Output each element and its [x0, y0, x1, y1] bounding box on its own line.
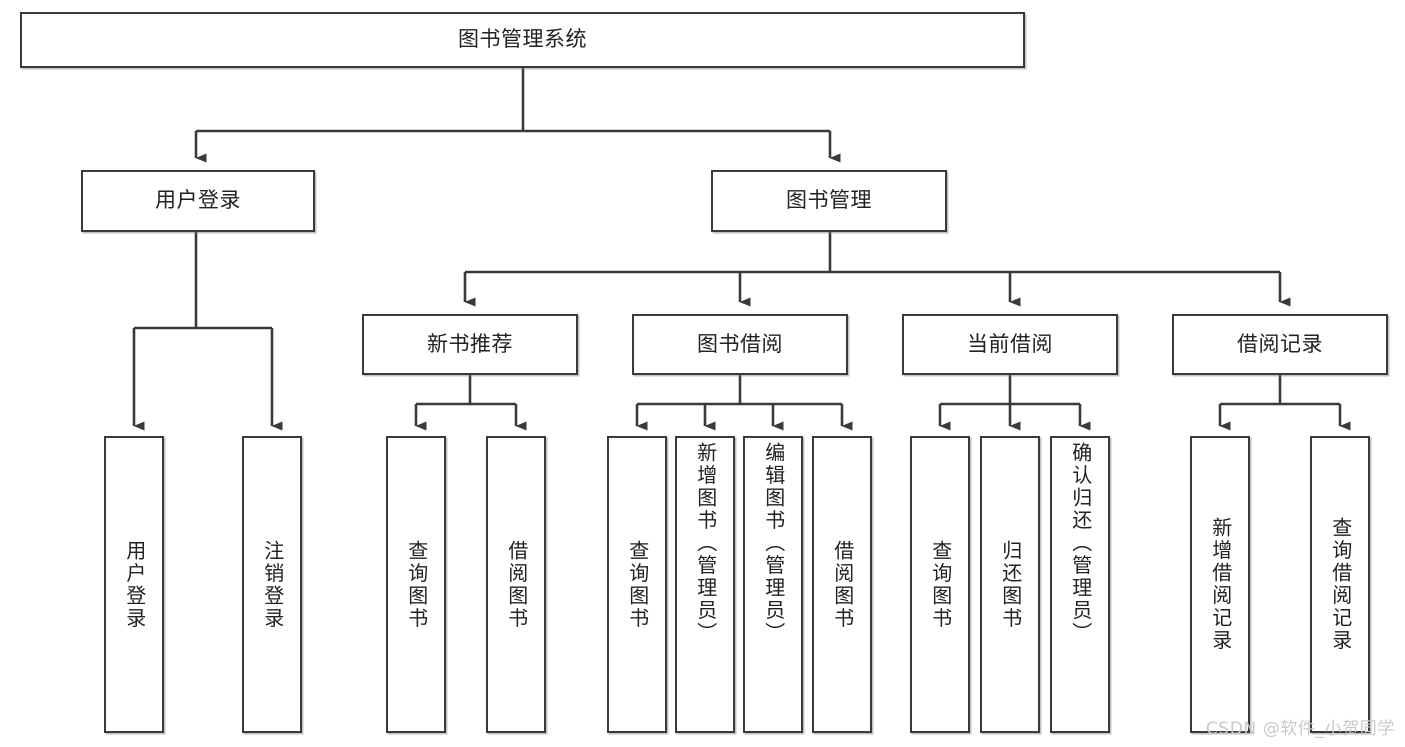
node-label: 确认归还（管理员） [1068, 442, 1093, 645]
leaf-borrow-add-book-admin[interactable]: 新增图书（管理员） [675, 436, 735, 733]
leaf-current-query-book[interactable]: 查询图书 [910, 436, 970, 733]
node-label: 注销登录 [260, 539, 285, 630]
node-label: 新增图书（管理员） [693, 442, 718, 645]
node-label: 编辑图书（管理员） [761, 442, 786, 645]
leaf-borrow-edit-book-admin[interactable]: 编辑图书（管理员） [743, 436, 803, 733]
node-label: 查询图书 [928, 539, 953, 630]
leaf-record-add-record[interactable]: 新增借阅记录 [1190, 436, 1250, 733]
node-label: 归还图书 [998, 539, 1023, 630]
node-label: 查询图书 [404, 539, 429, 630]
leaf-borrow-query-book[interactable]: 查询图书 [607, 436, 667, 733]
node-label: 当前借阅 [967, 331, 1053, 356]
node-current-borrow[interactable]: 当前借阅 [902, 314, 1118, 375]
leaf-borrow-borrow-book[interactable]: 借阅图书 [812, 436, 872, 733]
leaf-user-login-logout[interactable]: 注销登录 [242, 436, 302, 733]
node-label: 查询借阅记录 [1328, 517, 1353, 652]
node-label: 借阅图书 [830, 539, 855, 630]
node-book-management[interactable]: 图书管理 [711, 170, 947, 232]
node-label: 用户登录 [122, 539, 147, 630]
node-label: 新书推荐 [427, 331, 513, 356]
node-label: 图书管理系统 [458, 27, 587, 52]
node-borrow-record[interactable]: 借阅记录 [1172, 314, 1388, 375]
node-label: 图书管理 [786, 188, 872, 213]
leaf-recommend-borrow-book[interactable]: 借阅图书 [486, 436, 546, 733]
node-root-system[interactable]: 图书管理系统 [20, 12, 1025, 68]
node-book-borrow[interactable]: 图书借阅 [632, 314, 848, 375]
node-label: 图书借阅 [697, 331, 783, 356]
node-label: 新增借阅记录 [1208, 517, 1233, 652]
leaf-current-return-book[interactable]: 归还图书 [980, 436, 1040, 733]
node-label: 借阅记录 [1237, 331, 1323, 356]
node-label: 借阅图书 [504, 539, 529, 630]
leaf-user-login-login[interactable]: 用户登录 [104, 436, 164, 733]
leaf-recommend-query-book[interactable]: 查询图书 [386, 436, 446, 733]
node-label: 用户登录 [155, 188, 241, 213]
leaf-record-query-record[interactable]: 查询借阅记录 [1310, 436, 1370, 733]
node-user-login[interactable]: 用户登录 [81, 170, 315, 232]
node-label: 查询图书 [625, 539, 650, 630]
node-new-book-recommend[interactable]: 新书推荐 [362, 314, 578, 375]
leaf-current-confirm-return-admin[interactable]: 确认归还（管理员） [1050, 436, 1110, 733]
